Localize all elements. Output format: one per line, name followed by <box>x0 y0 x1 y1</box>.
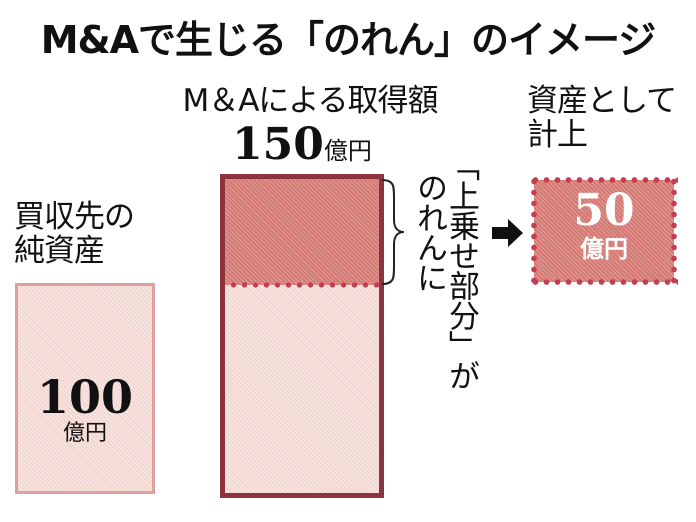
diagram-title: M&Aで生じる「のれん」のイメージ <box>40 18 657 62</box>
acquisition-price-value: 150 <box>232 119 324 170</box>
net-assets-value: 100 <box>36 370 134 424</box>
dotted-divider <box>225 281 379 289</box>
goodwill-box: 50 億円 <box>530 176 678 286</box>
goodwill-annotation-col1: のれんに <box>411 172 447 292</box>
curly-brace-icon <box>381 179 405 285</box>
acquisition-price-bar <box>220 174 384 498</box>
goodwill-unit: 億円 <box>580 235 628 263</box>
acquisition-price-amount: 150億円 <box>220 122 384 168</box>
recorded-asset-label-line1: 資産として <box>527 83 677 119</box>
goodwill-value: 50 <box>573 185 635 236</box>
acquisition-price-unit: 億円 <box>323 137 372 165</box>
goodwill-annotation-col2: 「上乗せ部分」が <box>443 150 479 390</box>
net-assets-label-line1: 買収先の <box>14 199 135 235</box>
net-assets-unit: 億円 <box>62 421 107 446</box>
goodwill-box-dotted-border <box>530 176 678 286</box>
recorded-asset-label: 資産として 計上 <box>527 83 677 153</box>
recorded-asset-label-line2: 計上 <box>527 117 588 153</box>
net-assets-label-line2: 純資産 <box>14 233 105 269</box>
net-assets-segment <box>225 285 379 493</box>
acquisition-price-label: M＆Aによる取得額 <box>182 83 438 119</box>
arrow-right-icon <box>492 219 523 247</box>
goodwill-segment <box>225 179 379 285</box>
net-assets-bar: 100 億円 <box>15 283 155 494</box>
net-assets-label: 買収先の 純資産 <box>14 199 135 269</box>
